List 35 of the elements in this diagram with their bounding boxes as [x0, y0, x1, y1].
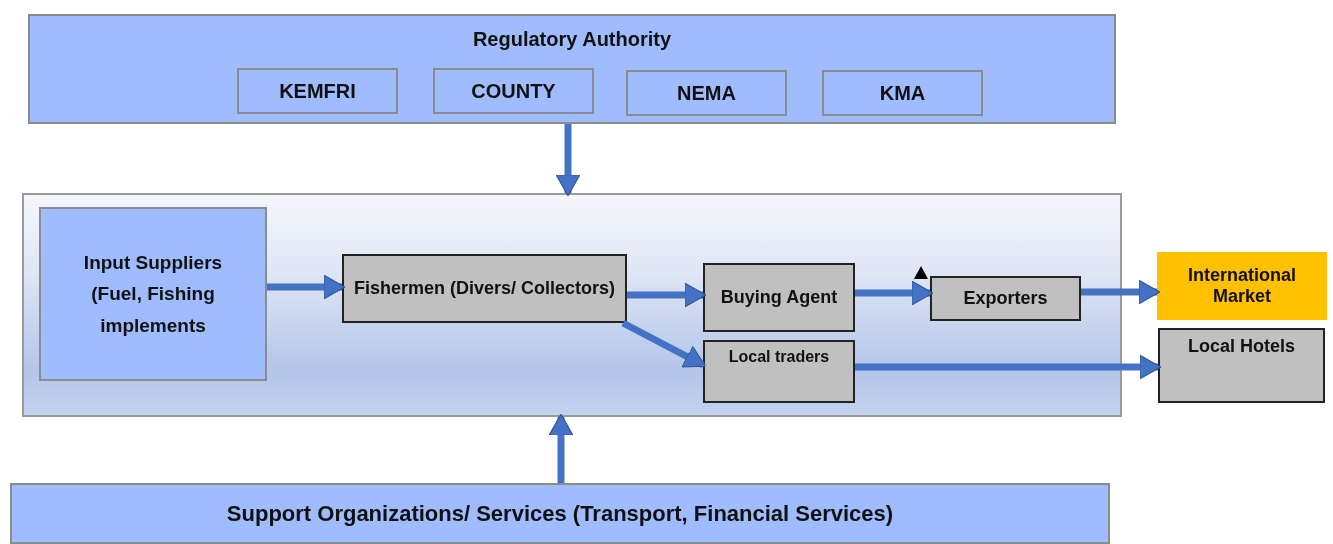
agency-box — [822, 70, 983, 116]
block-arrow — [1081, 279, 1161, 305]
node-label: Local traders — [727, 348, 831, 366]
node-label: Support Organizations/ Services (Transport, Financial Services) — [226, 500, 894, 527]
node-label: NEMA — [677, 81, 736, 105]
node-label: Regulatory Authority — [472, 28, 672, 51]
node-label: Local Hotels — [1187, 336, 1296, 357]
node-label: Input Suppliers (Fuel, Fishing implements — [82, 251, 224, 338]
market-box — [1157, 252, 1327, 320]
process-box — [703, 263, 855, 332]
process-box — [1158, 328, 1325, 403]
block-arrow — [621, 319, 706, 369]
agency-box — [237, 68, 398, 114]
header-band — [10, 483, 1110, 544]
process-box — [39, 207, 267, 381]
value-chain-panel — [22, 193, 1122, 417]
process-box — [930, 276, 1081, 321]
process-box — [703, 340, 855, 403]
header-band — [28, 14, 1116, 124]
node-label: Fishermen (Divers/ Collectors) — [352, 278, 617, 299]
block-arrow — [855, 280, 934, 306]
process-box — [342, 254, 627, 323]
agency-box — [626, 70, 787, 116]
node-label: Exporters — [962, 288, 1049, 309]
node-label: KMA — [879, 81, 926, 105]
node-label: KEMFRI — [279, 79, 356, 103]
block-arrow — [627, 282, 707, 308]
agency-box — [433, 68, 594, 114]
block-arrow — [267, 274, 346, 300]
node-label: International Market — [1187, 265, 1297, 307]
block-arrow — [855, 354, 1162, 380]
node-label: COUNTY — [471, 79, 556, 103]
block-arrow — [555, 124, 581, 197]
block-arrow — [548, 413, 574, 483]
node-label: Buying Agent — [719, 287, 839, 308]
